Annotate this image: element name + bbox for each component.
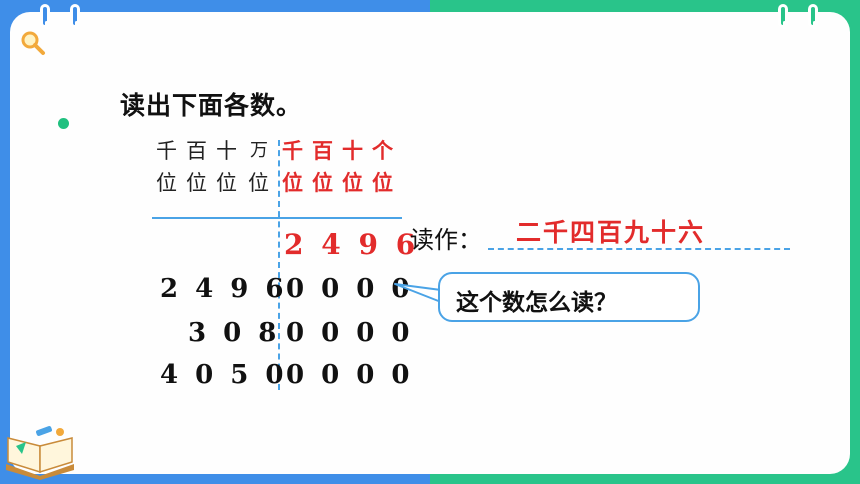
magnifier-icon	[21, 31, 45, 55]
number-row-right: 0 0 0 0	[286, 360, 414, 390]
number-row-left: 3 0 8	[188, 318, 281, 348]
speech-bubble-tail	[394, 283, 442, 303]
header-rule	[152, 217, 402, 219]
place-label: 千	[156, 139, 177, 163]
number-row-right: 0 0 0 0	[286, 318, 414, 348]
place-label: 位	[282, 171, 303, 195]
speech-bubble	[438, 272, 700, 322]
place-label: 万	[250, 140, 268, 161]
binder-ring-icon	[778, 4, 788, 29]
book-tools-icon	[6, 426, 74, 480]
binder-ring-icon	[808, 4, 818, 29]
place-label: 位	[156, 171, 177, 195]
place-label: 位	[312, 171, 333, 195]
place-label: 个	[372, 139, 393, 163]
question-text: 这个数怎么读？	[456, 290, 617, 316]
read-label: 读作：	[410, 226, 482, 254]
place-label: 百	[186, 139, 207, 163]
answer-underline	[488, 248, 790, 250]
place-label: 百	[312, 139, 333, 163]
place-label: 位	[372, 171, 393, 195]
read-answer: 二千四百九十六	[516, 218, 706, 247]
place-label: 位	[186, 171, 207, 195]
place-label: 千	[282, 139, 303, 163]
highlight-number: 2 4 9 6	[284, 228, 420, 261]
place-label: 位	[216, 171, 237, 195]
place-label: 位	[248, 171, 269, 195]
number-row-right: 0 0 0 0	[286, 274, 414, 304]
slide-card	[10, 12, 850, 474]
number-row-left: 4 0 5 0	[160, 360, 288, 390]
page-title: 读出下面各数。	[120, 91, 303, 120]
binder-ring-icon	[70, 4, 80, 29]
bullet-dot	[58, 118, 69, 129]
place-label: 十	[216, 139, 237, 163]
binder-ring-icon	[40, 4, 50, 29]
number-row-left: 2 4 9 6	[160, 274, 288, 304]
place-label: 位	[342, 171, 363, 195]
section-divider	[278, 140, 280, 390]
place-label: 十	[342, 139, 363, 163]
